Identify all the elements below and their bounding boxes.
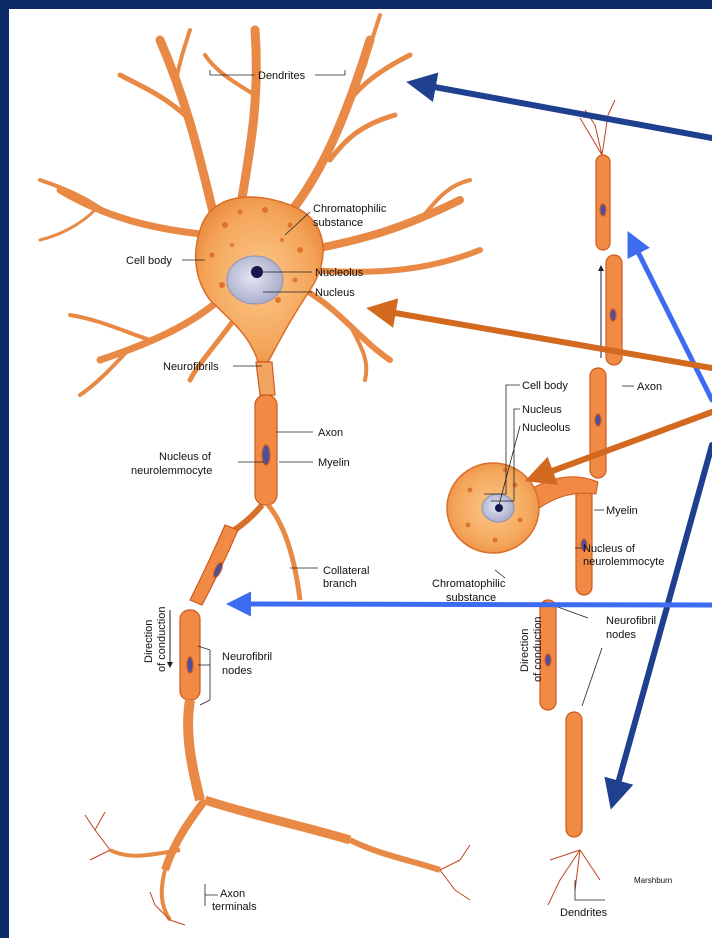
label-dendrites: Dendrites (258, 70, 306, 82)
label-axon: Axon (318, 427, 343, 439)
label-unipolar-nodes-line2: nodes (606, 629, 636, 641)
label-direction-line1: Direction (143, 620, 155, 663)
label-unipolar-dendrites: Dendrites (560, 907, 608, 919)
label-collateral-line1: Collateral (323, 565, 369, 577)
image-panel (9, 9, 712, 938)
label-axon-terminals-line1: Axon (220, 888, 245, 900)
label-unipolar-myelin: Myelin (606, 505, 638, 517)
label-unipolar-axon: Axon (637, 381, 662, 393)
label-direction-line2: of conduction (156, 607, 168, 672)
arrow-light-to-multipolar-axon (236, 604, 712, 605)
label-unipolar-direction-line1: Direction (519, 629, 531, 672)
label-unipolar-cell-body: Cell body (522, 380, 568, 392)
label-unipolar-nodes-line1: Neurofibril (606, 615, 656, 627)
label-nucleus: Nucleus (315, 287, 355, 299)
label-unipolar-nucleus: Nucleus (522, 404, 562, 416)
label-unipolar-nucleus-of-line1: Nucleus of (583, 543, 636, 555)
label-unipolar-nucleus-of-line2: neurolemmocyte (583, 556, 664, 568)
label-neurofibril-nodes-line2: nodes (222, 665, 252, 677)
label-neurofibrils: Neurofibrils (163, 361, 219, 373)
nucleus-shape (227, 256, 283, 304)
label-cell-body: Cell body (126, 255, 172, 267)
unipolar-nucleolus-shape (495, 504, 503, 512)
label-unipolar-nucleolus: Nucleolus (522, 422, 571, 434)
label-collateral-line2: branch (323, 578, 357, 590)
label-chromatophilic-line2: substance (313, 217, 363, 229)
label-nucleus-of-line1: Nucleus of (159, 451, 212, 463)
label-axon-terminals-line2: terminals (212, 901, 257, 913)
label-credit: Marshburn (634, 876, 672, 885)
label-nucleolus: Nucleolus (315, 267, 364, 279)
label-nucleus-of-line2: neurolemmocyte (131, 465, 212, 477)
label-neurofibril-nodes-line1: Neurofibril (222, 651, 272, 663)
nucleolus-shape (251, 266, 263, 278)
label-unipolar-chromatophilic-line1: Chromatophilic (432, 578, 506, 590)
label-unipolar-direction-line2: of conduction (532, 617, 544, 682)
label-myelin: Myelin (318, 457, 350, 469)
label-chromatophilic-line1: Chromatophilic (313, 203, 387, 215)
